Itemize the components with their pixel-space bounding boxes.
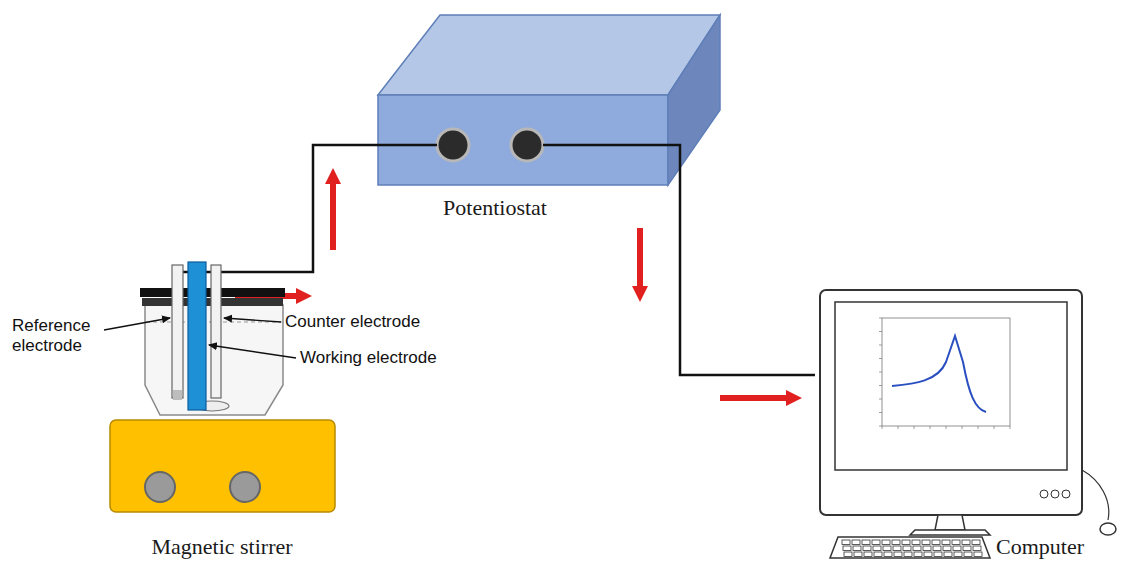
cell-wire — [178, 145, 437, 272]
electrode-label: Working electrode — [300, 348, 437, 368]
device-label: Magnetic stirrer — [151, 534, 292, 559]
flow-arrows — [235, 180, 790, 398]
potentiostat: Potentiostat — [372, 8, 728, 222]
stirrer-device: Magnetic stirrer — [100, 416, 345, 561]
electrochemical-cell — [140, 262, 285, 415]
magnetic-stirrer — [110, 420, 335, 512]
electrode-label: Counter electrode — [285, 312, 420, 332]
signal-wire — [680, 222, 815, 375]
potentiostat-box — [378, 15, 720, 185]
device-label: Computer — [996, 534, 1084, 559]
computer — [820, 290, 1116, 558]
computer-device: Computer — [815, 284, 1115, 561]
device-label: Potentiostat — [443, 195, 547, 220]
leader-lines — [104, 318, 296, 358]
electrode-label: Reference electrode — [12, 316, 112, 357]
computer-wire — [543, 145, 680, 222]
